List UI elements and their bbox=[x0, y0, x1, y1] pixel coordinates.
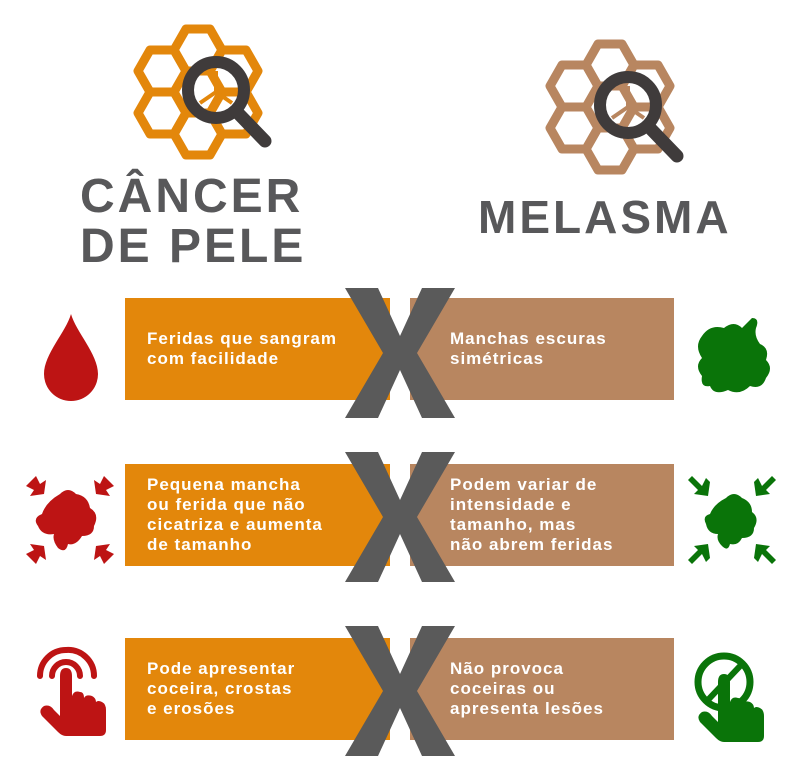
blood-drop-icon bbox=[44, 314, 98, 401]
dark-spot-icon bbox=[698, 318, 770, 393]
no-touch-finger-icon bbox=[694, 652, 764, 742]
versus-x-icon bbox=[345, 626, 455, 756]
symptom-text-line: Manchas escuras bbox=[450, 329, 607, 348]
symptom-text-line: com facilidade bbox=[147, 349, 280, 368]
symptom-text-line: e erosões bbox=[147, 699, 236, 718]
touch-finger-icon bbox=[37, 646, 106, 736]
symptom-text-line: ou ferida que não bbox=[147, 495, 306, 514]
expanding-spot-icon bbox=[26, 476, 114, 564]
melasma-symptom-box: Não provoca coceiras ou apresenta lesões bbox=[410, 638, 674, 740]
melasma-symptom-box: Podem variar de intensidade e tamanho, m… bbox=[410, 464, 674, 566]
symptom-text-line: apresenta lesões bbox=[450, 699, 604, 718]
cancer-header: CÂNCER DE PELE bbox=[70, 10, 330, 280]
symptom-text-line: intensidade e bbox=[450, 495, 572, 514]
honeycomb-magnifier-icon bbox=[545, 39, 684, 175]
melasma-title: MELASMA bbox=[478, 191, 732, 243]
contracting-spot-icon bbox=[688, 476, 776, 564]
symptom-text-line: coceiras ou bbox=[450, 679, 556, 698]
comparison-row-3: Pode apresentar coceira, crostas e erosõ… bbox=[0, 624, 800, 784]
comparison-row-1: Feridas que sangram com facilidade Manch… bbox=[0, 288, 800, 448]
versus-x-icon bbox=[345, 288, 455, 418]
symptom-text-line: Podem variar de bbox=[450, 475, 598, 494]
symptom-text-line: não abrem feridas bbox=[450, 535, 614, 554]
symptom-text-line: de tamanho bbox=[147, 535, 253, 554]
honeycomb-magnifier-icon bbox=[133, 24, 272, 160]
symptom-text-line: simétricas bbox=[450, 349, 545, 368]
symptom-text-line: coceira, crostas bbox=[147, 679, 293, 698]
symptom-text-line: Pequena mancha bbox=[147, 475, 301, 494]
cancer-symptom-box: Feridas que sangram com facilidade bbox=[125, 298, 390, 400]
symptom-text-line: Pode apresentar bbox=[147, 659, 296, 678]
versus-x-icon bbox=[345, 452, 455, 582]
symptom-text-line: Feridas que sangram bbox=[147, 329, 338, 348]
cancer-symptom-box: Pequena mancha ou ferida que não cicatri… bbox=[125, 464, 390, 566]
symptom-text-line: Não provoca bbox=[450, 659, 564, 678]
melasma-symptom-box: Manchas escuras simétricas bbox=[410, 298, 674, 400]
cancer-symptom-box: Pode apresentar coceira, crostas e erosõ… bbox=[125, 638, 390, 740]
cancer-title-line1: CÂNCER bbox=[80, 170, 304, 223]
melasma-header: MELASMA bbox=[470, 20, 750, 250]
symptom-text-line: cicatriza e aumenta bbox=[147, 515, 323, 534]
cancer-title: CÂNCER DE PELE bbox=[80, 172, 306, 272]
cancer-title-line2: DE PELE bbox=[80, 220, 307, 273]
comparison-row-2: Pequena mancha ou ferida que não cicatri… bbox=[0, 452, 800, 612]
symptom-text-line: tamanho, mas bbox=[450, 515, 577, 534]
